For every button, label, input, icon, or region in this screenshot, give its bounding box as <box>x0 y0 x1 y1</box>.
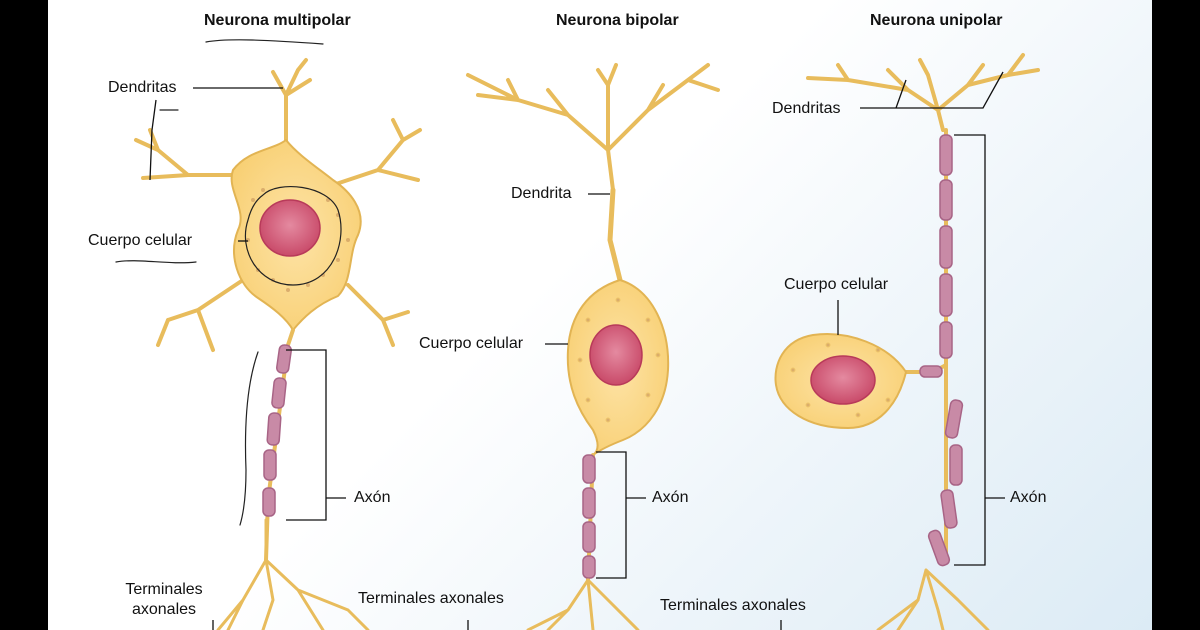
bipolar-axon-label: Axón <box>652 489 689 506</box>
unipolar-dendrites-label: Dendritas <box>772 100 841 117</box>
unipolar-title: Neurona unipolar <box>870 12 1003 29</box>
multipolar-axon-label: Axón <box>354 489 391 506</box>
multipolar-terminals-line2: axonales <box>131 601 197 618</box>
bipolar-nucleus <box>589 324 643 386</box>
bipolar-dendrites <box>466 63 720 192</box>
unipolar-neuron <box>774 53 1040 630</box>
multipolar-myelin <box>262 344 292 517</box>
unipolar-dendrites <box>806 53 1040 132</box>
multipolar-title: Neurona multipolar <box>204 12 351 29</box>
bipolar-title: Neurona bipolar <box>556 12 679 29</box>
multipolar-nucleus <box>259 199 321 257</box>
bipolar-myelin <box>582 454 596 579</box>
diagram-stage: Neurona multipolar Neurona bipolar Neuro… <box>48 0 1152 630</box>
bipolar-cell-body-label: Cuerpo celular <box>419 335 524 352</box>
multipolar-terminals-label: Terminales axonales <box>114 580 214 620</box>
multipolar-dendrites-label: Dendritas <box>108 79 177 96</box>
multipolar-terminals-line1: Terminales <box>125 581 203 598</box>
leader-lines <box>149 71 1005 630</box>
multipolar-axon-terminals <box>216 518 370 630</box>
multipolar-cell-body-label: Cuerpo celular <box>88 232 193 249</box>
unipolar-terminals-label: Terminales axonales <box>660 597 806 614</box>
multipolar-dendrites <box>134 58 422 352</box>
bipolar-axon-terminals <box>526 578 640 630</box>
unipolar-nucleus <box>810 355 876 405</box>
unipolar-cell-body-label: Cuerpo celular <box>784 276 889 293</box>
bipolar-terminals-label: Terminales axonales <box>358 590 504 607</box>
unipolar-axon-label: Axón <box>1010 489 1047 506</box>
unipolar-myelin <box>927 134 964 567</box>
bipolar-neuron <box>466 63 720 630</box>
multipolar-neuron <box>115 39 422 630</box>
bipolar-dendrite-label: Dendrita <box>511 185 572 202</box>
neuron-illustration <box>115 39 1040 630</box>
unipolar-axon-terminals <box>876 568 990 630</box>
unipolar-stem-myelin <box>919 365 943 378</box>
